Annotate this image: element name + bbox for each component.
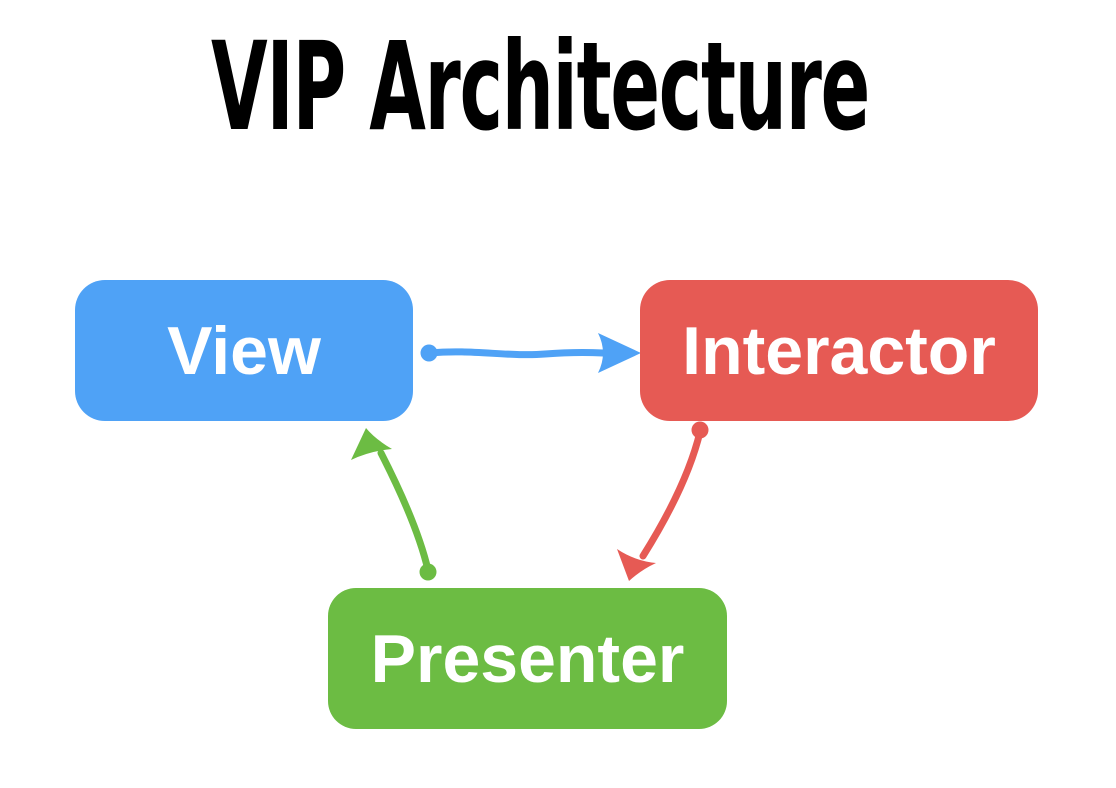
arrow-head-icon bbox=[598, 333, 641, 373]
arrow-shaft bbox=[639, 428, 704, 560]
node-view: View bbox=[75, 280, 413, 421]
arrow-interactor-to-presenter bbox=[617, 421, 709, 581]
node-interactor-label: Interactor bbox=[682, 312, 996, 389]
node-presenter-label: Presenter bbox=[370, 620, 685, 697]
page-title: VIP Architecture bbox=[211, 16, 870, 158]
arrow-view-to-interactor bbox=[420, 333, 641, 373]
node-view-label: View bbox=[167, 312, 321, 389]
arrow-presenter-to-view bbox=[351, 428, 437, 581]
arrow-tail-dot bbox=[691, 421, 709, 439]
node-presenter: Presenter bbox=[328, 588, 727, 729]
arrow-head-icon bbox=[351, 428, 392, 460]
arrow-shaft bbox=[377, 449, 432, 574]
node-interactor: Interactor bbox=[640, 280, 1038, 421]
arrow-tail-dot bbox=[420, 344, 438, 362]
arrow-shaft bbox=[427, 348, 607, 359]
arrow-head-icon bbox=[617, 549, 656, 581]
arrow-tail-dot bbox=[419, 563, 437, 581]
